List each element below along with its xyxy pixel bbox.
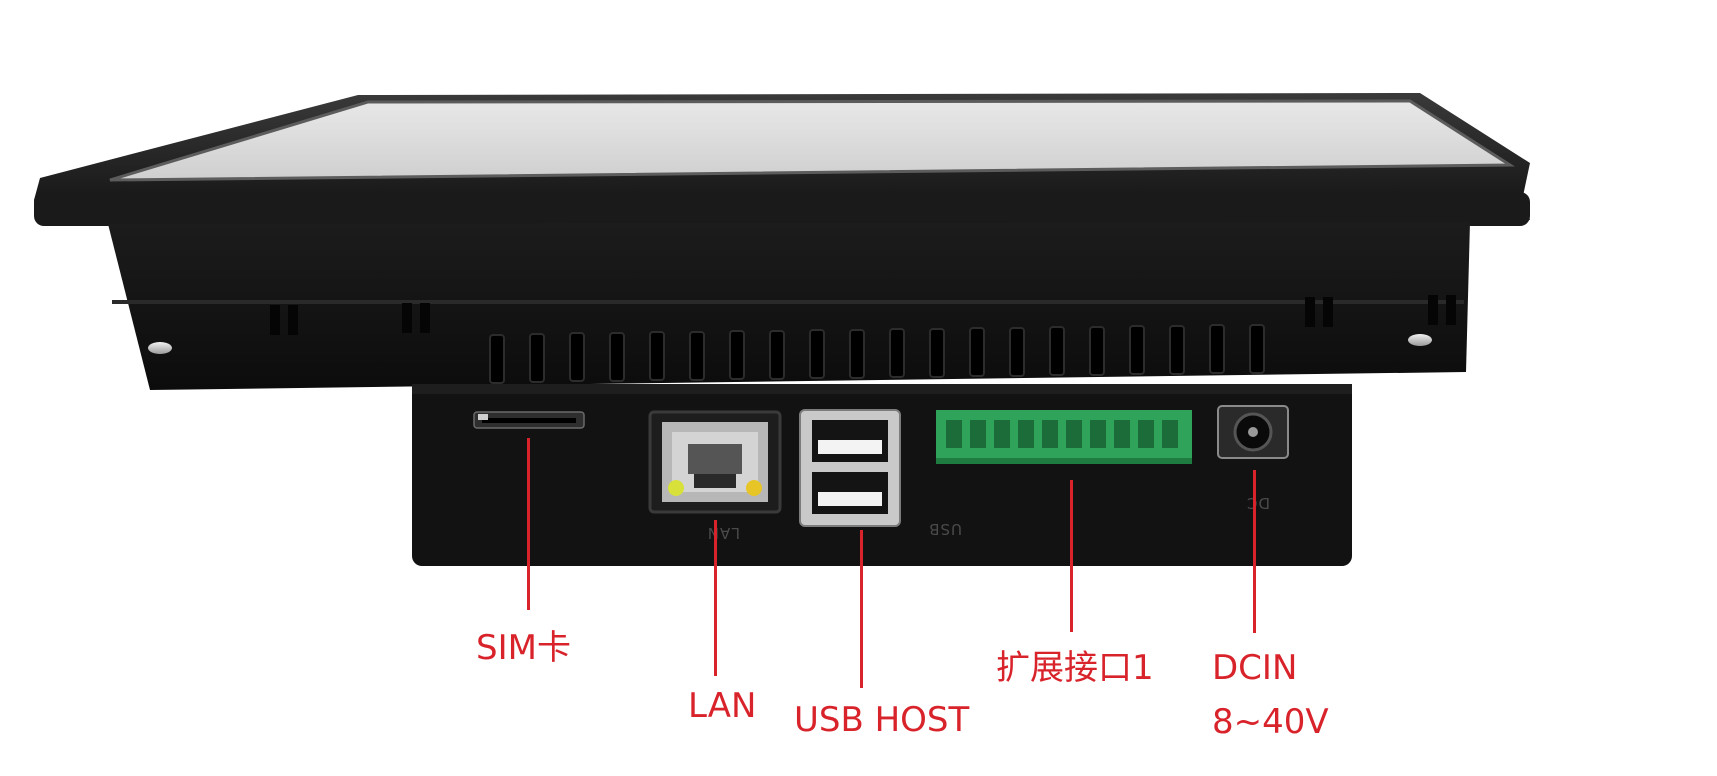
rear-housing [108,222,1470,390]
left-screw [148,342,172,354]
usb-host-ports [799,409,901,527]
dc-power-jack [1217,405,1289,459]
usb-leader-line [860,530,863,688]
expansion-terminal-block [936,410,1192,464]
expansion-leader-line [1070,480,1073,632]
sim-leader-line [527,438,530,610]
side-vents [270,295,1456,335]
lan-leader-line [714,520,717,676]
lan-led-left [668,480,684,496]
expansion-callout-label: 扩展接口1 [996,648,1154,688]
touch-screen [110,101,1510,180]
front-edge [34,192,1530,226]
dc-callout-voltage: 8~40V [1212,702,1329,742]
io-housing-top [412,384,1352,394]
housing-ridge [112,300,1464,304]
lan-silkscreen: LAN [707,524,740,542]
lan-callout-label: LAN [688,686,757,726]
lan-port [648,410,782,514]
lan-led-right [746,480,762,496]
usb-callout-label: USB HOST [794,700,970,740]
sim-callout-label: SIM卡 [476,628,571,668]
right-screw [1408,334,1432,346]
screen-border [109,99,1516,182]
dc-leader-line [1253,470,1256,633]
usb-silkscreen: USB [928,520,962,538]
sim-slot [473,411,585,429]
dc-silkscreen: DC [1246,494,1270,512]
vent-slots [489,324,1265,384]
dc-callout-title: DCIN [1212,648,1298,688]
